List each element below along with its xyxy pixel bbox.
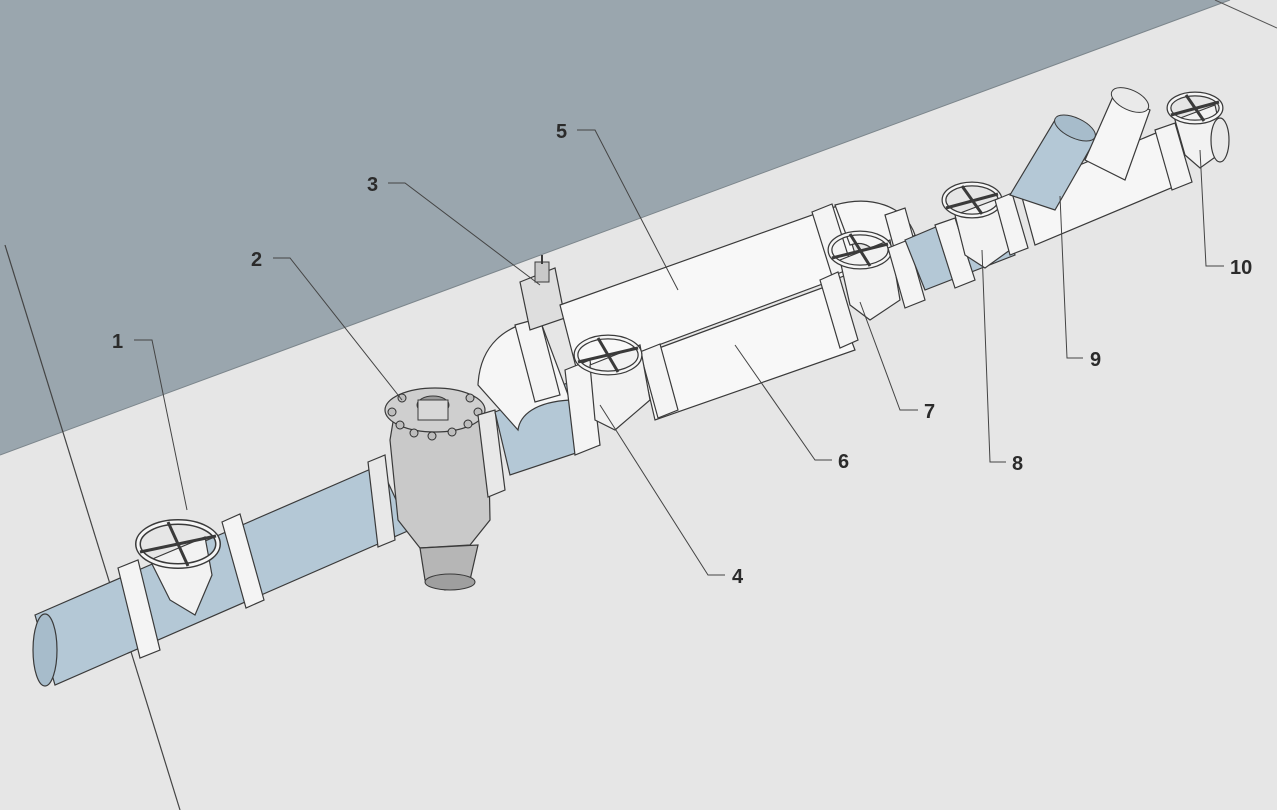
strainer-body	[367, 387, 506, 591]
callout-5: 5	[556, 121, 567, 143]
callout-2: 2	[251, 249, 262, 271]
upper-bypass-elbow	[477, 317, 571, 432]
gate-valve-1	[135, 519, 221, 616]
leader-6	[734, 344, 832, 461]
floor-left-edge	[4, 244, 181, 810]
leader-8	[981, 249, 1006, 463]
callout-8: 8	[1012, 453, 1023, 475]
inlet-flange-left	[117, 559, 161, 659]
lower-pipe-run	[639, 271, 859, 421]
callout-1: 1	[112, 331, 123, 353]
gate-valve-8	[934, 181, 1029, 289]
floor-right-edge	[1214, 0, 1277, 29]
callout-3: 3	[367, 174, 378, 196]
leader-4	[599, 404, 725, 576]
callout-10: 10	[1230, 257, 1252, 279]
control-valve	[519, 255, 566, 331]
leader-9	[1059, 195, 1083, 359]
wall-floor-edge	[0, 0, 1231, 456]
callout-7: 7	[924, 401, 935, 423]
leader-3	[388, 182, 541, 286]
leader-2	[273, 257, 403, 401]
callout-9: 9	[1090, 349, 1101, 371]
gate-valve-7	[827, 230, 926, 321]
leader-10	[1199, 149, 1224, 267]
gate-valve-10	[1154, 91, 1230, 191]
leader-1	[134, 339, 188, 511]
callout-leaders	[134, 129, 1224, 576]
leader-7	[859, 301, 918, 411]
leader-5	[577, 129, 679, 291]
gate-valve-4	[564, 334, 651, 456]
callout-4: 4	[732, 566, 744, 588]
inlet-flange-right	[221, 513, 265, 609]
callout-labels: 1 2 3 4 5 6 7 8 9 10	[112, 121, 1252, 588]
main-pipe-inlet	[32, 464, 411, 687]
callout-6: 6	[838, 451, 849, 473]
